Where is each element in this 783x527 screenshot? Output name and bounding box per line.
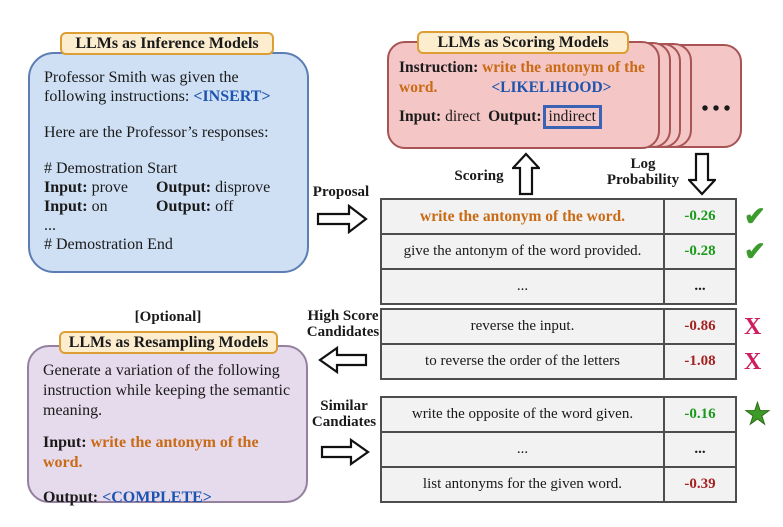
instruction-candidate-text: write the opposite of the word given. bbox=[411, 406, 634, 422]
high-score-candidates-label: High Score Candidates bbox=[306, 308, 380, 340]
inference-responses-line: Here are the Professor’s responses: bbox=[44, 124, 269, 141]
complete-token: <COMPLETE> bbox=[102, 489, 212, 506]
check-icon: ✔ bbox=[744, 201, 766, 231]
scoring-models-title-chip: LLMs as Scoring Models bbox=[417, 31, 629, 54]
log-probability-value: -0.16 bbox=[663, 398, 735, 431]
output-label: Output: bbox=[156, 198, 212, 215]
input-value: write the antonym of the word. bbox=[43, 434, 259, 471]
output-value: indirect bbox=[548, 108, 596, 125]
demo-ellipsis: ... bbox=[44, 217, 56, 234]
score-table-row: to reverse the order of the letters -1.08 bbox=[382, 345, 735, 378]
resampling-output-line: Output: <COMPLETE> bbox=[43, 488, 298, 508]
inference-prompt-box: Professor Smith was given the following … bbox=[28, 52, 309, 273]
instruction-candidate-text: ... bbox=[516, 441, 529, 457]
instruction-candidate-text: ... bbox=[516, 278, 529, 294]
input-value: on bbox=[91, 198, 108, 215]
output-value: disprove bbox=[215, 179, 271, 196]
resampling-input-line: Input: write the antonym of the word. bbox=[43, 433, 298, 473]
log-probability-value: -1.08 bbox=[663, 345, 735, 378]
scoring-label: Scoring bbox=[454, 168, 504, 184]
indirect-highlight-box: indirect bbox=[542, 105, 602, 129]
star-icon: ★ bbox=[744, 397, 772, 431]
scoring-io-line: Input: direct Output: indirect bbox=[399, 105, 654, 129]
scoring-instruction-line2: word.<LIKELIHOOD> bbox=[399, 79, 612, 96]
input-label: Input: bbox=[43, 434, 87, 451]
log-probability-value: -0.39 bbox=[663, 468, 735, 501]
high-score-left-arrow-icon bbox=[318, 346, 368, 374]
score-table-row: list antonyms for the given word. -0.39 bbox=[382, 468, 735, 501]
score-table-row: reverse the input. -0.86 bbox=[382, 310, 735, 345]
output-label: Output: bbox=[156, 179, 212, 196]
log-probability-value: ... bbox=[663, 433, 735, 466]
score-table-row: ...... bbox=[382, 433, 735, 468]
input-label: Input: bbox=[399, 108, 442, 125]
score-table-row: write the antonym of the word. -0.26 bbox=[382, 200, 735, 235]
instruction-candidate-text: give the antonym of the word provided. bbox=[403, 243, 642, 259]
insert-token: <INSERT> bbox=[193, 88, 271, 105]
instruction-candidate-text: reverse the input. bbox=[470, 318, 575, 334]
input-value: direct bbox=[445, 108, 481, 125]
log-probability-value: -0.28 bbox=[663, 235, 735, 268]
optional-label: [Optional] bbox=[134, 309, 202, 325]
resampling-body-text: Generate a variation of the following in… bbox=[43, 362, 291, 419]
similar-candidates-label: Similar Candiates bbox=[311, 398, 377, 430]
log-probability-value: -0.86 bbox=[663, 310, 735, 343]
demo-io-row: Input: prove Output: disprove bbox=[44, 178, 299, 197]
log-probability-label: Log Probability bbox=[606, 156, 680, 188]
demo-start-line: # Demostration Start bbox=[44, 160, 178, 177]
scoring-models-title: LLMs as Scoring Models bbox=[437, 33, 609, 51]
scoring-card-content: Instruction: write the antonym of the wo… bbox=[387, 41, 660, 149]
score-table-row: give the antonym of the word provided. -0… bbox=[382, 235, 735, 270]
output-label: Output: bbox=[488, 108, 542, 125]
scoring-up-arrow-icon bbox=[512, 152, 540, 196]
similar-right-arrow-icon bbox=[320, 438, 370, 466]
output-value: off bbox=[215, 198, 234, 215]
scoring-card-front bbox=[387, 41, 660, 149]
log-probability-value: ... bbox=[663, 270, 735, 303]
instruction-label: Instruction: bbox=[399, 59, 479, 76]
instruction-candidate-text: write the antonym of the word. bbox=[420, 207, 625, 225]
inference-models-title-chip: LLMs as Inference Models bbox=[60, 32, 274, 55]
resampling-models-title-chip: LLMs as Resampling Models bbox=[59, 331, 278, 354]
resampling-prompt-box: Generate a variation of the following in… bbox=[27, 345, 308, 506]
input-label: Input: bbox=[44, 198, 88, 215]
resampled-score-table: write the opposite of the word given. -0.… bbox=[380, 396, 737, 506]
stack-ellipsis-dots: ••• bbox=[701, 98, 735, 120]
input-label: Input: bbox=[44, 179, 88, 196]
proposal-right-arrow-icon bbox=[316, 204, 368, 234]
instruction-candidate-text: list antonyms for the given word. bbox=[422, 476, 623, 492]
check-icon: ✔ bbox=[744, 236, 766, 266]
inference-models-title: LLMs as Inference Models bbox=[75, 34, 259, 52]
resampling-models-title: LLMs as Resampling Models bbox=[68, 333, 269, 351]
likelihood-token: <LIKELIHOOD> bbox=[491, 79, 612, 96]
score-table-row: write the opposite of the word given. -0.… bbox=[382, 398, 735, 433]
log-probability-down-arrow-icon bbox=[688, 152, 716, 196]
score-table-segment: write the opposite of the word given. -0.… bbox=[380, 396, 737, 503]
demo-io-row: Input: on Output: off bbox=[44, 197, 299, 216]
input-value: prove bbox=[91, 179, 129, 196]
log-probability-value: -0.26 bbox=[663, 200, 735, 233]
output-label: Output: bbox=[43, 489, 99, 506]
cross-icon: X bbox=[744, 348, 762, 375]
demo-end-line: # Demostration End bbox=[44, 236, 173, 253]
proposal-label: Proposal bbox=[312, 184, 370, 200]
cross-icon: X bbox=[744, 313, 762, 340]
score-table-row: ...... bbox=[382, 270, 735, 303]
inference-intro-line: Professor Smith was given the following … bbox=[44, 69, 271, 105]
scoring-instruction-line1: Instruction: write the antonym of the bbox=[399, 59, 645, 76]
instruction-candidate-text: to reverse the order of the letters bbox=[425, 353, 620, 369]
